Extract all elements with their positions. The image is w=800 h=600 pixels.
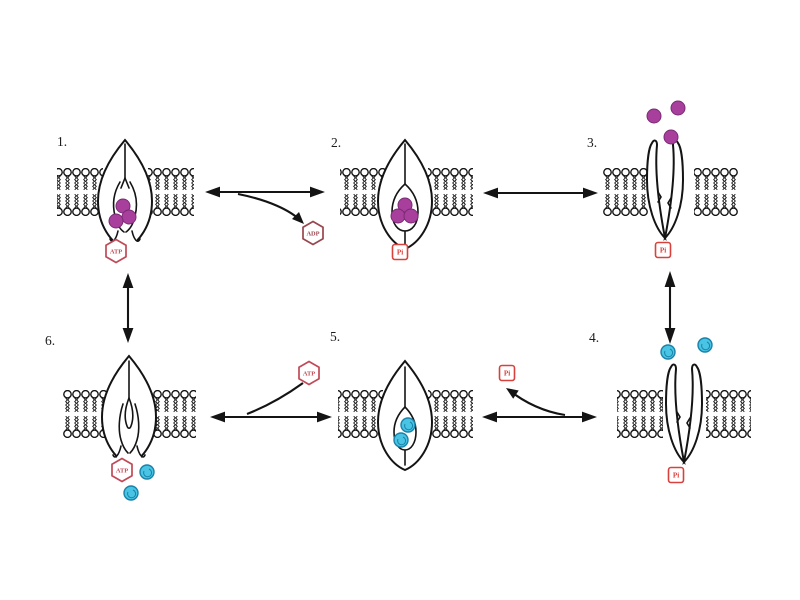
pi-label: Pi	[660, 247, 666, 255]
adp-badge-release: ADP	[302, 220, 324, 246]
state-1-solutes	[108, 198, 137, 229]
state-2-solutes	[390, 197, 419, 224]
membrane-top-row	[57, 168, 738, 216]
state-6-solutes	[123, 464, 155, 501]
state-1-protein	[97, 139, 153, 253]
state-6-number: 6.	[45, 333, 55, 348]
state-5-solutes	[393, 417, 416, 448]
state-3-protein	[646, 139, 684, 239]
state-5-protein	[377, 360, 433, 471]
membrane-bottom-row	[63, 390, 751, 438]
pi-label: Pi	[397, 249, 403, 257]
adp-label: ADP	[306, 230, 319, 237]
arrow-state5-state6	[210, 411, 332, 423]
state-2-number: 2.	[331, 135, 341, 150]
arrow-state3-state4	[664, 271, 676, 344]
atp-label: ATP	[303, 370, 315, 377]
atp-badge-state1: ATP	[105, 238, 127, 264]
arrow-state2-state3	[483, 187, 598, 199]
arrow-pi-release	[506, 388, 566, 417]
state-5-number: 5.	[330, 329, 340, 344]
atp-label: ATP	[110, 248, 122, 255]
arrow-state4-state5	[482, 411, 597, 423]
pi-badge-state4: Pi	[667, 466, 685, 484]
arrow-state1-state2	[205, 186, 325, 198]
state-4-solutes	[660, 337, 713, 360]
state-3-solutes	[646, 100, 686, 145]
pi-badge-state2: Pi	[391, 243, 409, 261]
pi-label: Pi	[673, 472, 679, 480]
state-6-protein	[101, 355, 157, 470]
atp-badge-binding: ATP	[298, 360, 320, 386]
state-4-protein	[665, 363, 703, 463]
atp-badge-state6: ATP	[111, 457, 133, 483]
state-4-number: 4.	[589, 330, 599, 345]
pi-badge-release: Pi	[498, 364, 516, 382]
state-1-number: 1.	[57, 134, 67, 149]
arrow-state1-state6	[122, 273, 134, 343]
pi-badge-state3: Pi	[654, 241, 672, 259]
pi-label: Pi	[504, 370, 510, 378]
state-2-protein	[377, 139, 433, 250]
arrow-adp-release	[237, 192, 304, 224]
arrow-atp-binding	[246, 382, 304, 415]
state-3-number: 3.	[587, 135, 597, 150]
atp-label: ATP	[116, 467, 128, 474]
